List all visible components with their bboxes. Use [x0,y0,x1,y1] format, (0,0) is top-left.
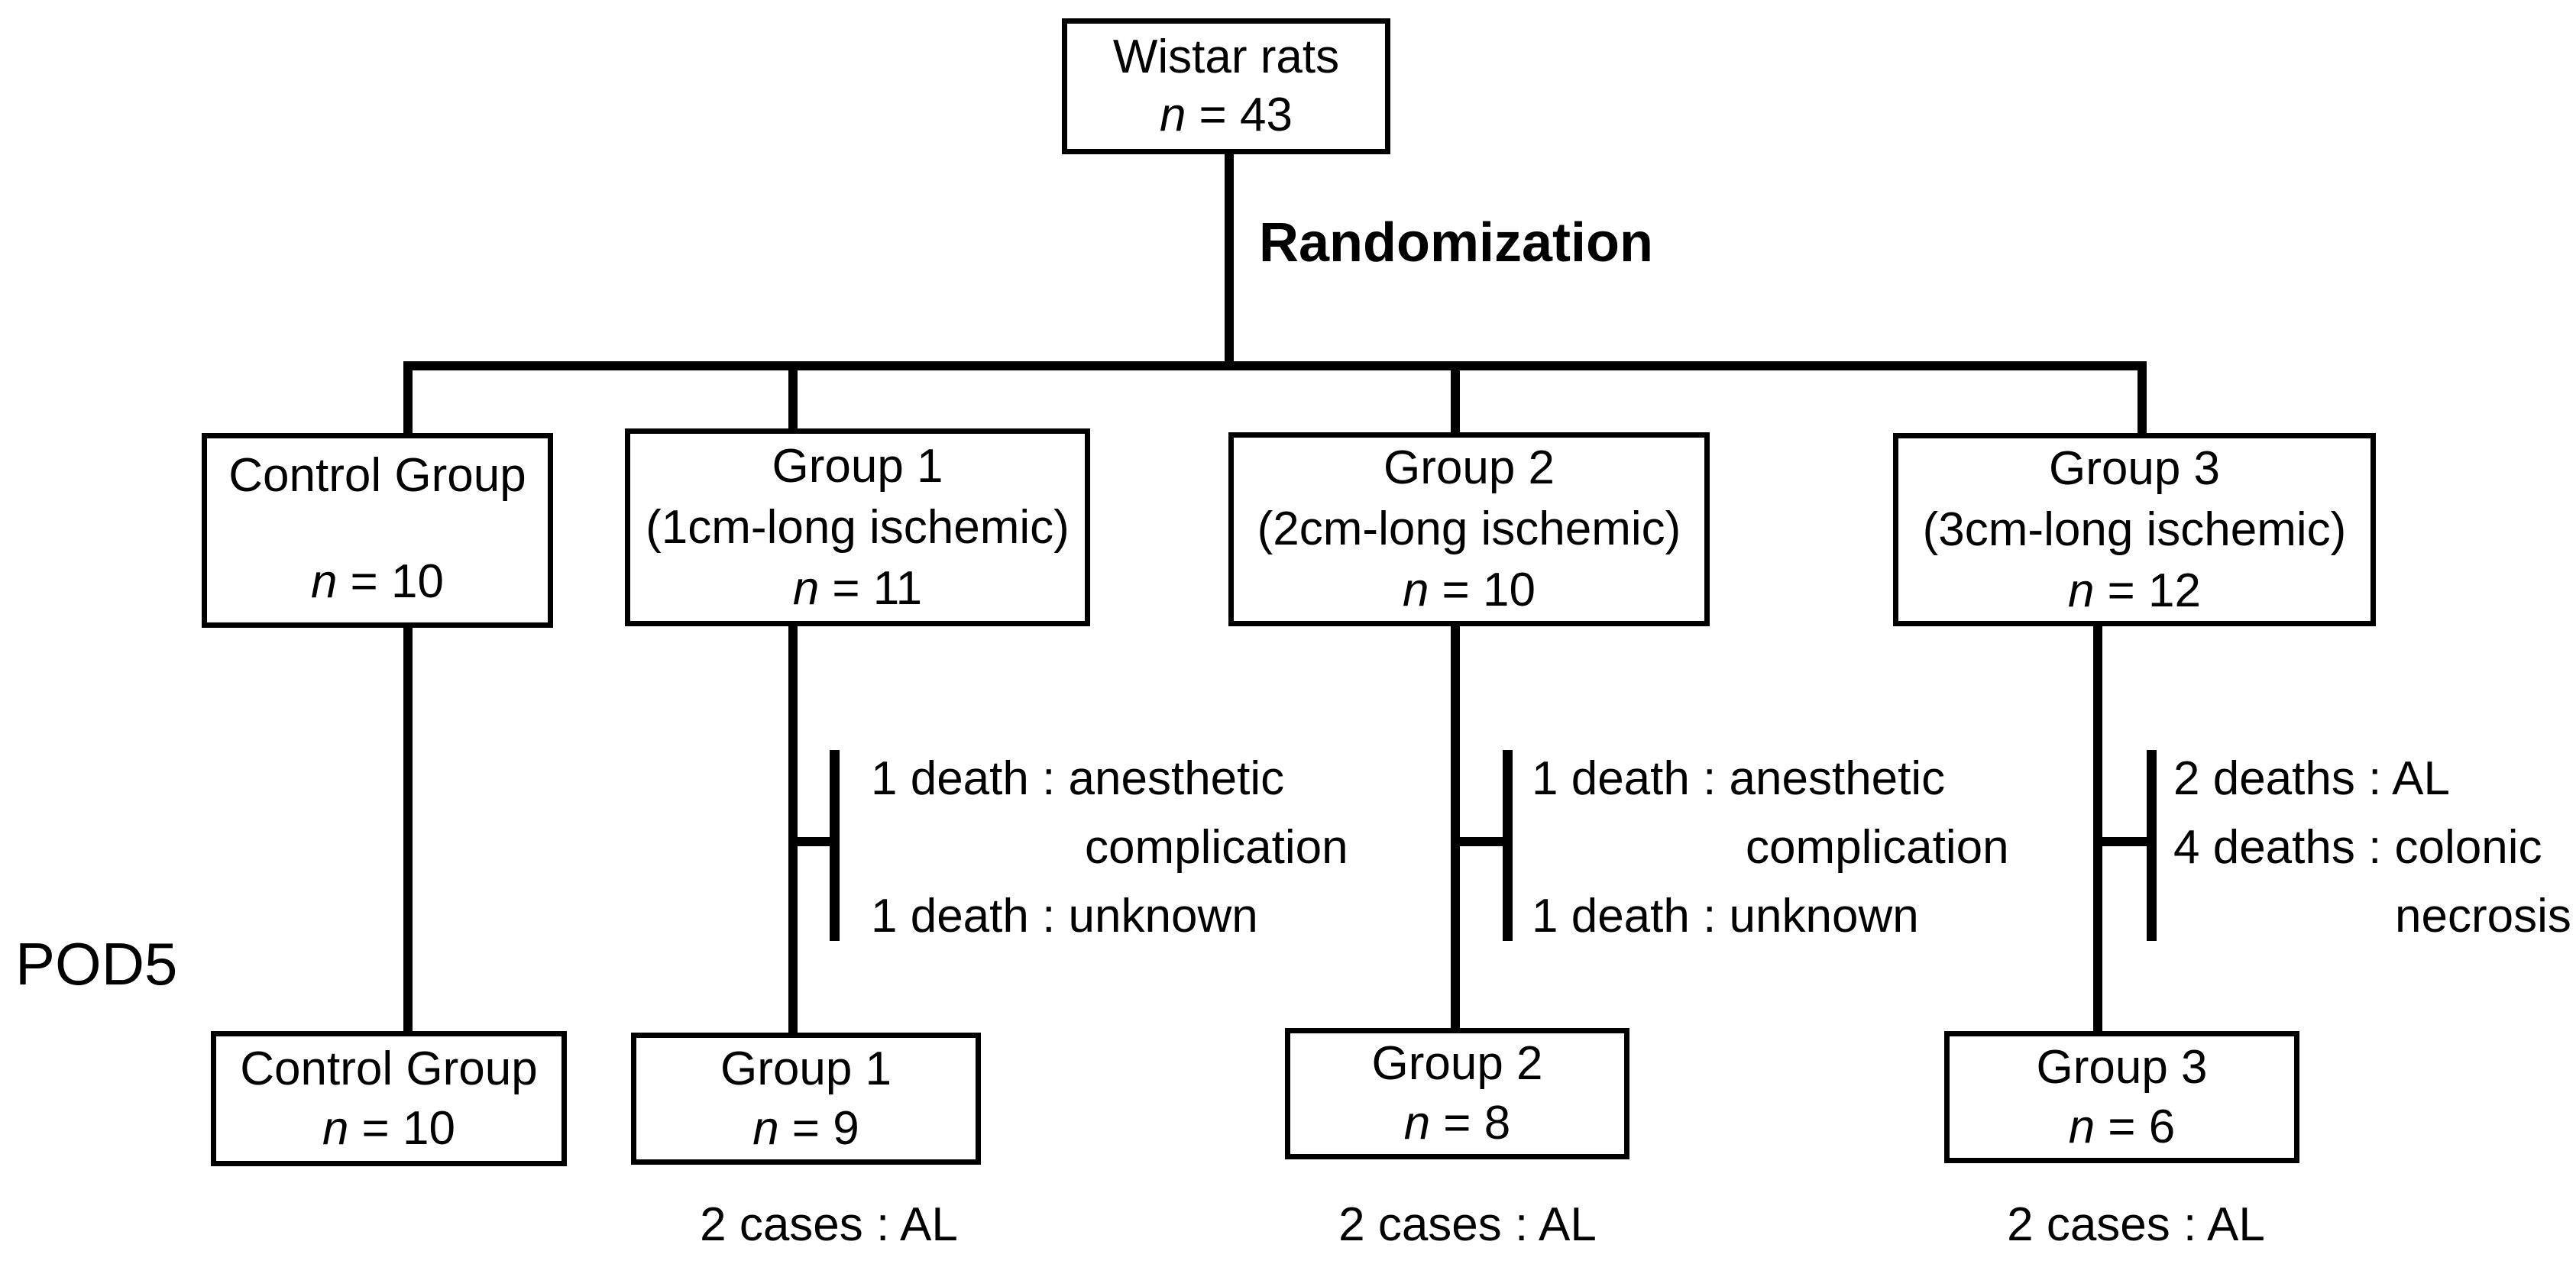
group2-bottom-title: Group 2 [1371,1037,1543,1090]
group2-top-title: Group 2 [1383,441,1555,494]
n-value: = 43 [1199,89,1293,141]
group3-bottom-count: n= 6 [2069,1098,2175,1157]
tick-stub-group3 [2102,837,2147,846]
group3-top-count: n= 12 [2068,561,2201,622]
wistar-rats-box: Wistar rats n= 43 [1062,18,1390,154]
n-symbol: n [2068,564,2095,617]
group1-bottom-box: Group 1 n= 9 [631,1033,981,1165]
group3-deaths-line1: 2 deaths : AL [2173,752,2450,805]
wistar-rats-title: Wistar rats [1112,31,1340,83]
group2-bottom-box: Group 2 n= 8 [1285,1028,1629,1159]
drop-line-group1 [788,361,798,435]
pod5-label: POD5 [15,930,178,997]
group2-deaths-line2: complication [1746,821,2009,874]
group3-deaths-line3: necrosis [2395,890,2571,942]
n-symbol: n [1403,564,1429,616]
group3-bottom-title: Group 3 [2036,1040,2208,1094]
group2-top-subtitle: (2cm-long ischemic) [1257,503,1681,555]
drop-line-group2 [1451,361,1460,439]
group2-deaths-annotation: 1 death : anesthetic complication 1 deat… [1532,745,2009,951]
drop-line-group3 [2137,361,2147,441]
mid-line-group2 [1451,622,1460,1036]
group2-cases-footnote: 2 cases : AL [1338,1198,1597,1251]
n-value: = 10 [350,555,444,608]
group1-deaths-line1: 1 death : anesthetic [871,752,1285,805]
group1-deaths-annotation: 1 death : anesthetic complication 1 deat… [871,745,1348,951]
mid-line-control [403,622,413,1036]
group3-top-box: Group 3 (3cm-long ischemic) n= 12 [1893,433,2376,626]
tick-stub-group1 [798,837,830,846]
group2-deaths-line1: 1 death : anesthetic [1532,752,1946,805]
n-value: = 11 [832,561,923,615]
group2-top-count: n= 10 [1403,560,1536,621]
tick-stub-group2 [1460,837,1503,846]
trunk-line [1225,149,1234,370]
n-symbol: n [1403,1097,1431,1149]
group3-cases-footnote: 2 cases : AL [2007,1198,2265,1251]
mid-line-group1 [788,622,798,1036]
group1-top-count: n= 11 [793,558,922,619]
randomization-branch-line [403,361,2147,370]
group1-deaths-line3: 1 death : unknown [871,890,1258,942]
group1-top-subtitle: (1cm-long ischemic) [646,500,1070,554]
group2-deaths-line3: 1 death : unknown [1532,890,1919,942]
n-symbol: n [311,555,338,608]
n-value: = 8 [1443,1097,1511,1149]
n-symbol: n [752,1101,779,1155]
n-value: = 10 [361,1101,455,1155]
control-group-bottom-box: Control Group n= 10 [211,1031,567,1166]
mid-line-group3 [2093,622,2102,1036]
wistar-rats-count: n= 43 [1160,86,1293,144]
group1-bottom-count: n= 9 [752,1099,859,1159]
randomization-label: Randomization [1259,212,1653,273]
n-value: = 10 [1442,564,1536,616]
group3-bottom-box: Group 3 n= 6 [1944,1031,2299,1163]
control-group-bottom-count: n= 10 [322,1099,455,1159]
n-value: = 12 [2107,564,2201,617]
drop-line-control [403,361,413,438]
group3-top-title: Group 3 [2048,441,2221,495]
n-value: = 9 [791,1101,859,1155]
group1-top-box: Group 1 (1cm-long ischemic) n= 11 [625,428,1090,626]
control-group-top-title: Control Group [228,449,526,502]
group1-cases-footnote: 2 cases : AL [700,1198,958,1251]
tick-bar-group3 [2147,750,2157,941]
group1-deaths-line2: complication [1085,821,1348,874]
group1-bottom-title: Group 1 [720,1042,892,1095]
control-group-top-box: Control Group n= 10 [202,433,553,628]
tick-bar-group1 [830,750,840,941]
group1-top-title: Group 1 [772,439,943,493]
group2-bottom-count: n= 8 [1404,1094,1510,1153]
group3-deaths-annotation: 2 deaths : AL 4 deaths : colonic necrosi… [2173,745,2571,951]
control-group-top-count: n= 10 [311,552,444,612]
group3-top-subtitle: (3cm-long ischemic) [1922,503,2347,556]
n-symbol: n [1160,89,1186,141]
n-symbol: n [2068,1100,2095,1153]
group3-deaths-line2: 4 deaths : colonic [2173,821,2542,874]
n-symbol: n [322,1101,349,1155]
n-symbol: n [792,561,820,615]
control-group-bottom-title: Control Group [240,1042,538,1095]
group2-top-box: Group 2 (2cm-long ischemic) n= 10 [1228,432,1710,626]
n-value: = 6 [2108,1100,2176,1153]
tick-bar-group2 [1503,750,1513,941]
